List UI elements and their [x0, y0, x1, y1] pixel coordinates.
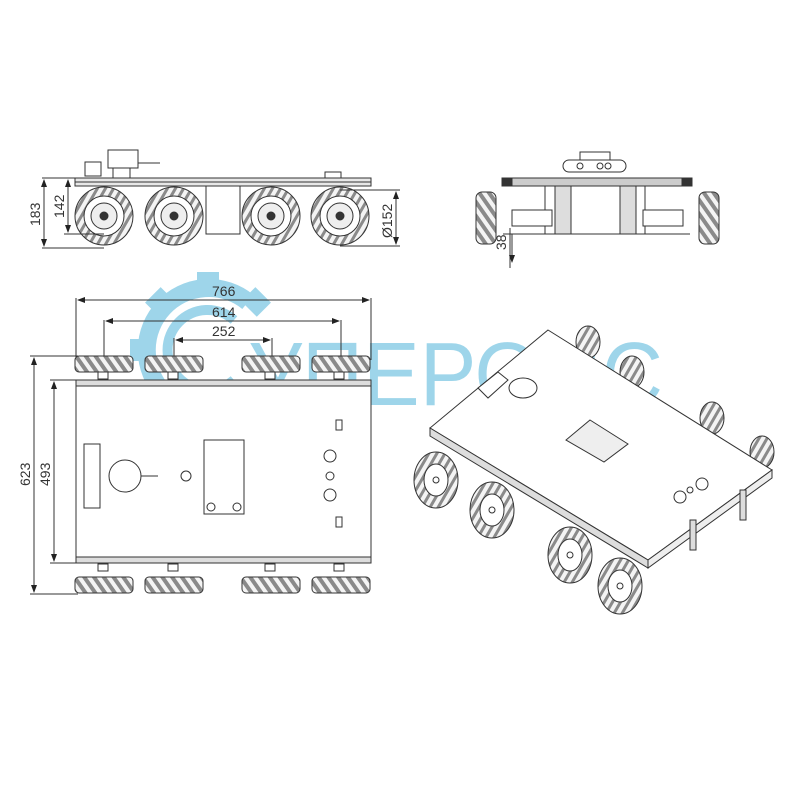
dim-wheelbase-inner: 252 — [212, 323, 236, 339]
iso-front-wheels — [413, 451, 643, 615]
top-view — [30, 297, 372, 595]
front-view — [475, 151, 720, 268]
dim-wheel-diameter: Ø152 — [379, 204, 395, 238]
side-wheels — [74, 186, 370, 246]
dim-body-width: 493 — [37, 462, 53, 486]
isometric-view — [413, 325, 775, 615]
dim-wheelbase-outer: 614 — [212, 304, 236, 320]
front-wheels — [475, 191, 720, 245]
side-view — [41, 149, 400, 249]
dim-overall-length: 766 — [212, 283, 236, 299]
dim-overall-width: 623 — [17, 462, 33, 486]
dim-overall-height: 183 — [27, 202, 43, 226]
top-wheels-upper — [74, 355, 371, 380]
dim-deck-height: 142 — [51, 194, 67, 218]
dim-ground-clearance: 38 — [493, 234, 509, 250]
top-wheels-lower — [74, 563, 371, 594]
